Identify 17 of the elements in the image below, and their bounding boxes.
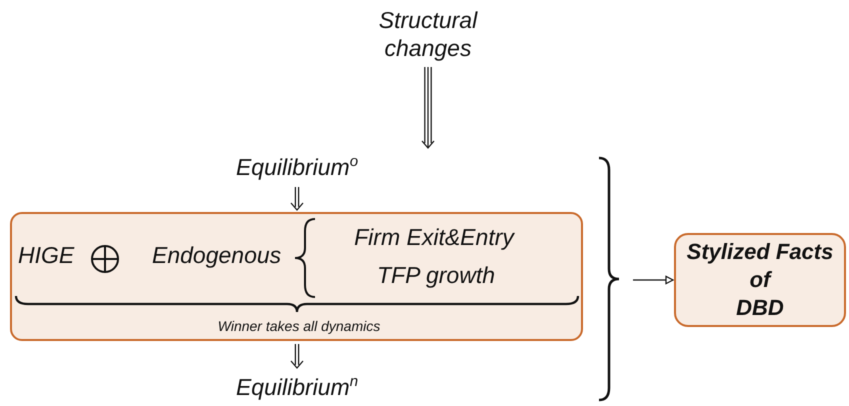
term-label: TFP growth bbox=[377, 262, 495, 290]
arrow bbox=[290, 343, 304, 369]
term-label: Firm Exit&Entry bbox=[354, 224, 514, 252]
arrow bbox=[632, 276, 674, 284]
brace-caption: Winner takes all dynamics bbox=[218, 318, 380, 335]
arrow bbox=[421, 66, 435, 149]
text-label: Equilibrium$^{n}$ bbox=[236, 373, 358, 401]
term-label: HIGE bbox=[18, 242, 74, 270]
result-box bbox=[674, 233, 846, 327]
term-label: Endogenous bbox=[152, 242, 282, 270]
model-box bbox=[10, 212, 583, 341]
box-text: Stylized Facts bbox=[686, 238, 834, 266]
box-text: of bbox=[750, 266, 770, 294]
text-label: Structural changes bbox=[378, 6, 479, 62]
box-text: DBD bbox=[736, 294, 784, 322]
text-label: Equilibrium$^{o}$ bbox=[236, 153, 358, 181]
arrow bbox=[290, 186, 304, 211]
